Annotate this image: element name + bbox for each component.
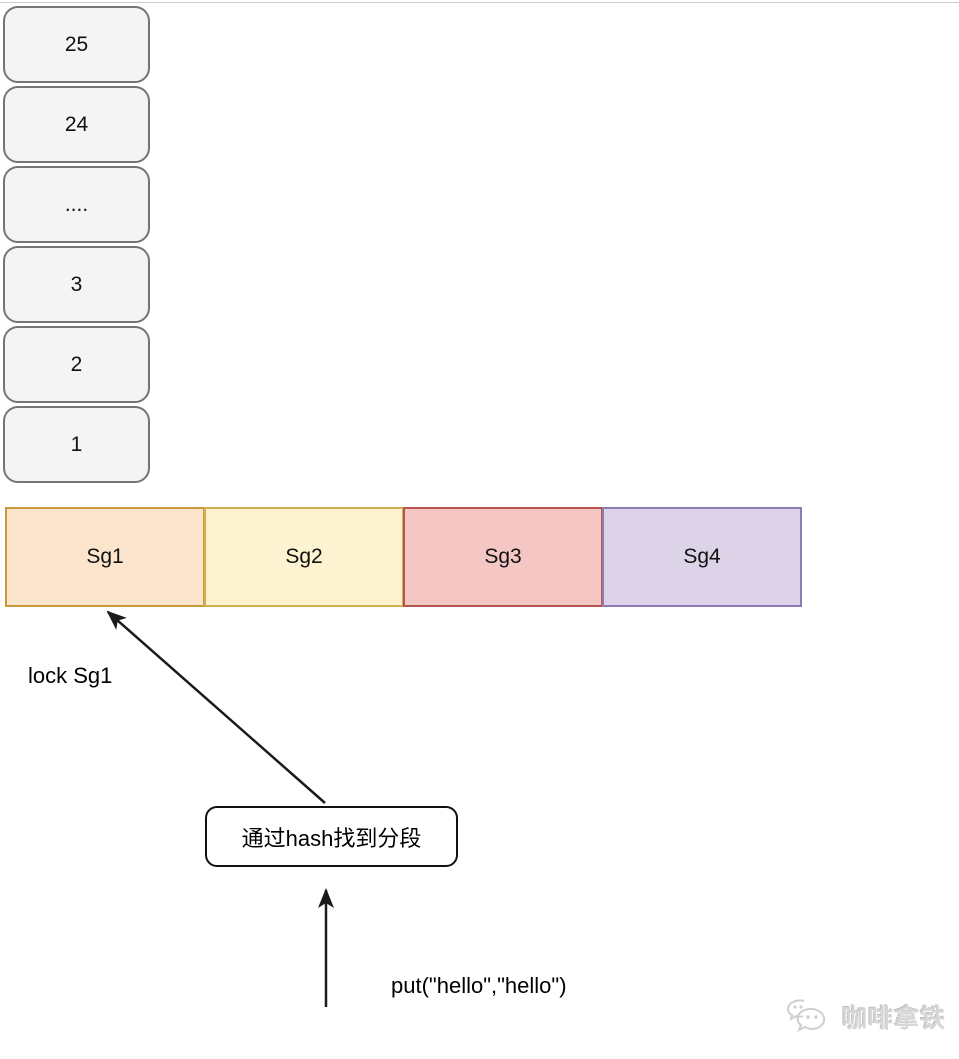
put-call-label: put("hello","hello") bbox=[391, 973, 567, 998]
hash-to-sg1-arrow bbox=[106, 610, 326, 804]
watermark: 咖啡拿铁 bbox=[785, 997, 946, 1037]
top-divider-line bbox=[0, 2, 959, 3]
hash-step-box: 通过hash找到分段 bbox=[205, 806, 458, 867]
stack-box-ellipsis: .... bbox=[3, 166, 150, 243]
stack-box-1: 1 bbox=[3, 406, 150, 483]
wechat-chat-bubbles-icon bbox=[785, 997, 837, 1037]
segment-sg2: Sg2 bbox=[204, 507, 404, 607]
stack-box-24: 24 bbox=[3, 86, 150, 163]
stack-box-2: 2 bbox=[3, 326, 150, 403]
lock-sg1-label: lock Sg1 bbox=[28, 663, 113, 688]
watermark-text: 咖啡拿铁 bbox=[842, 1005, 947, 1033]
stack-box-3: 3 bbox=[3, 246, 150, 323]
segment-sg3: Sg3 bbox=[403, 507, 603, 607]
segment-sg1: Sg1 bbox=[5, 507, 205, 607]
segment-sg4: Sg4 bbox=[602, 507, 802, 607]
index-stack: 25 24 .... 3 2 1 bbox=[3, 6, 150, 486]
stack-box-25: 25 bbox=[3, 6, 150, 83]
segment-row: Sg1 Sg2 Sg3 Sg4 bbox=[5, 507, 802, 607]
